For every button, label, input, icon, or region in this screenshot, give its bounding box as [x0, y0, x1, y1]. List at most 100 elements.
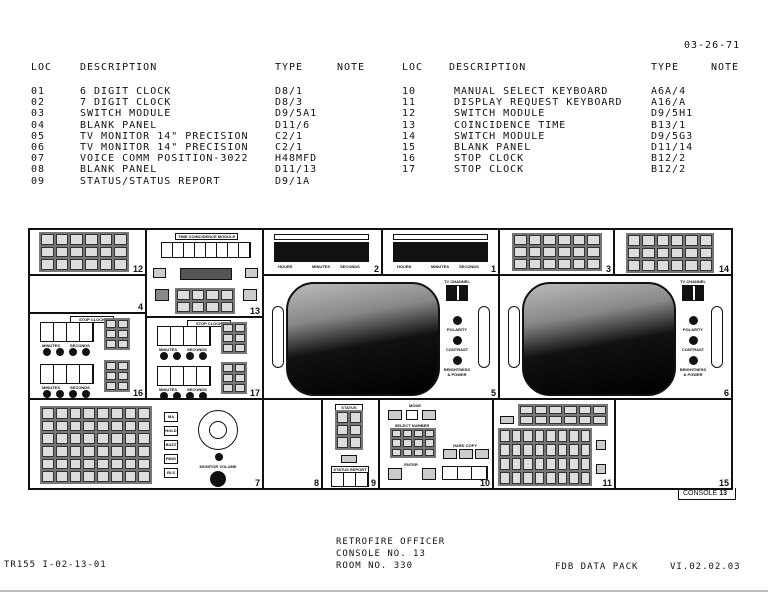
switch-button[interactable]	[520, 406, 533, 414]
control-button[interactable]	[106, 330, 116, 338]
switch-button[interactable]	[97, 420, 109, 432]
control-button[interactable]	[106, 340, 116, 348]
switch-button[interactable]	[558, 259, 571, 269]
switch-button[interactable]	[124, 408, 137, 419]
switch-button[interactable]	[628, 235, 641, 246]
control-button[interactable]	[106, 382, 116, 390]
switch-button[interactable]	[580, 472, 590, 484]
tv-channel-selector[interactable]	[446, 285, 468, 301]
switch-button[interactable]	[699, 235, 712, 246]
switch-button[interactable]	[425, 439, 434, 447]
switch-button[interactable]	[523, 458, 533, 470]
switch-button[interactable]	[191, 290, 204, 300]
control-button[interactable]	[106, 372, 116, 380]
switch-button[interactable]	[220, 290, 233, 300]
switch-button[interactable]	[534, 416, 548, 424]
switch-button[interactable]	[511, 458, 521, 470]
switch-button[interactable]	[569, 472, 579, 484]
control-button[interactable]	[223, 384, 233, 392]
switch-button[interactable]	[534, 458, 544, 470]
control-button[interactable]	[223, 344, 233, 352]
switch-button[interactable]	[572, 259, 586, 269]
switch-button[interactable]	[557, 472, 567, 484]
polarity-knob[interactable]	[689, 316, 698, 325]
comm-button-ma[interactable]: MA	[164, 412, 178, 422]
switch-button[interactable]	[580, 430, 590, 442]
switch-button[interactable]	[569, 430, 579, 442]
brightness-power-knob[interactable]	[689, 356, 698, 365]
switch-button[interactable]	[42, 446, 54, 457]
control-button[interactable]	[223, 324, 233, 332]
switch-button[interactable]	[220, 302, 233, 312]
set-knob[interactable]	[82, 390, 90, 398]
switch-button[interactable]	[564, 416, 577, 424]
comm-button-rls[interactable]: RLS	[164, 468, 178, 478]
switch-button[interactable]	[403, 448, 412, 456]
switch-button[interactable]	[414, 439, 423, 447]
switch-button[interactable]	[549, 406, 562, 414]
set-knob[interactable]	[199, 392, 207, 400]
switch-button[interactable]	[514, 247, 527, 257]
switch-button[interactable]	[110, 420, 123, 432]
switch-button[interactable]	[55, 458, 68, 470]
switch-button[interactable]	[642, 235, 655, 246]
switch-button[interactable]	[69, 446, 82, 457]
switch-button[interactable]	[572, 247, 586, 257]
switch-button[interactable]	[97, 446, 109, 457]
switch-button[interactable]	[514, 235, 527, 245]
control-button[interactable]	[235, 344, 245, 352]
switch-button[interactable]	[572, 235, 586, 245]
switch-button[interactable]	[55, 259, 69, 270]
switch-button[interactable]	[511, 444, 521, 456]
control-button[interactable]	[118, 320, 128, 328]
tv-channel-selector[interactable]	[682, 285, 704, 301]
switch-button[interactable]	[114, 246, 127, 258]
switch-button[interactable]	[534, 430, 544, 442]
switch-button[interactable]	[97, 408, 109, 419]
control-button[interactable]	[235, 324, 245, 332]
switch-button[interactable]	[569, 458, 579, 470]
switch-button[interactable]	[685, 235, 698, 246]
switch-button[interactable]	[578, 406, 592, 414]
control-button[interactable]	[223, 334, 233, 342]
switch-button[interactable]	[55, 446, 68, 457]
switch-button[interactable]	[500, 430, 510, 442]
switch-button[interactable]	[587, 235, 600, 245]
switch-button[interactable]	[414, 430, 423, 438]
control-button[interactable]	[118, 340, 128, 348]
control-button[interactable]	[235, 364, 245, 372]
switch-button[interactable]	[350, 437, 361, 448]
switch-button[interactable]	[83, 471, 95, 482]
switch-button[interactable]	[656, 235, 669, 246]
switch-button[interactable]	[191, 302, 204, 312]
switch-button[interactable]	[97, 471, 109, 482]
switch-button[interactable]	[528, 235, 542, 245]
switch-button[interactable]	[523, 444, 533, 456]
control-button[interactable]	[235, 374, 245, 382]
switch-button[interactable]	[42, 458, 54, 470]
set-knob[interactable]	[82, 348, 90, 356]
switch-button[interactable]	[403, 430, 412, 438]
set-knob[interactable]	[43, 390, 51, 398]
switch-button[interactable]	[534, 444, 544, 456]
switch-button[interactable]	[656, 260, 669, 271]
control-button[interactable]	[235, 384, 245, 392]
switch-button[interactable]	[83, 446, 95, 457]
control-button[interactable]	[118, 330, 128, 338]
switch-button[interactable]	[42, 420, 54, 432]
control-button[interactable]	[118, 372, 128, 380]
switch-button[interactable]	[557, 458, 567, 470]
switch-button[interactable]	[628, 260, 641, 271]
switch-button[interactable]	[69, 471, 82, 482]
switch-button[interactable]	[392, 430, 401, 438]
switch-button[interactable]	[177, 290, 190, 300]
switch-button[interactable]	[557, 444, 567, 456]
switch-button[interactable]	[83, 433, 95, 444]
set-knob[interactable]	[186, 392, 194, 400]
control-button[interactable]	[235, 334, 245, 342]
switch-button[interactable]	[42, 471, 54, 482]
comm-button-buzz[interactable]: BUZZ	[164, 440, 178, 450]
switch-button[interactable]	[425, 448, 434, 456]
switch-button[interactable]	[528, 259, 542, 269]
switch-button[interactable]	[138, 433, 150, 444]
